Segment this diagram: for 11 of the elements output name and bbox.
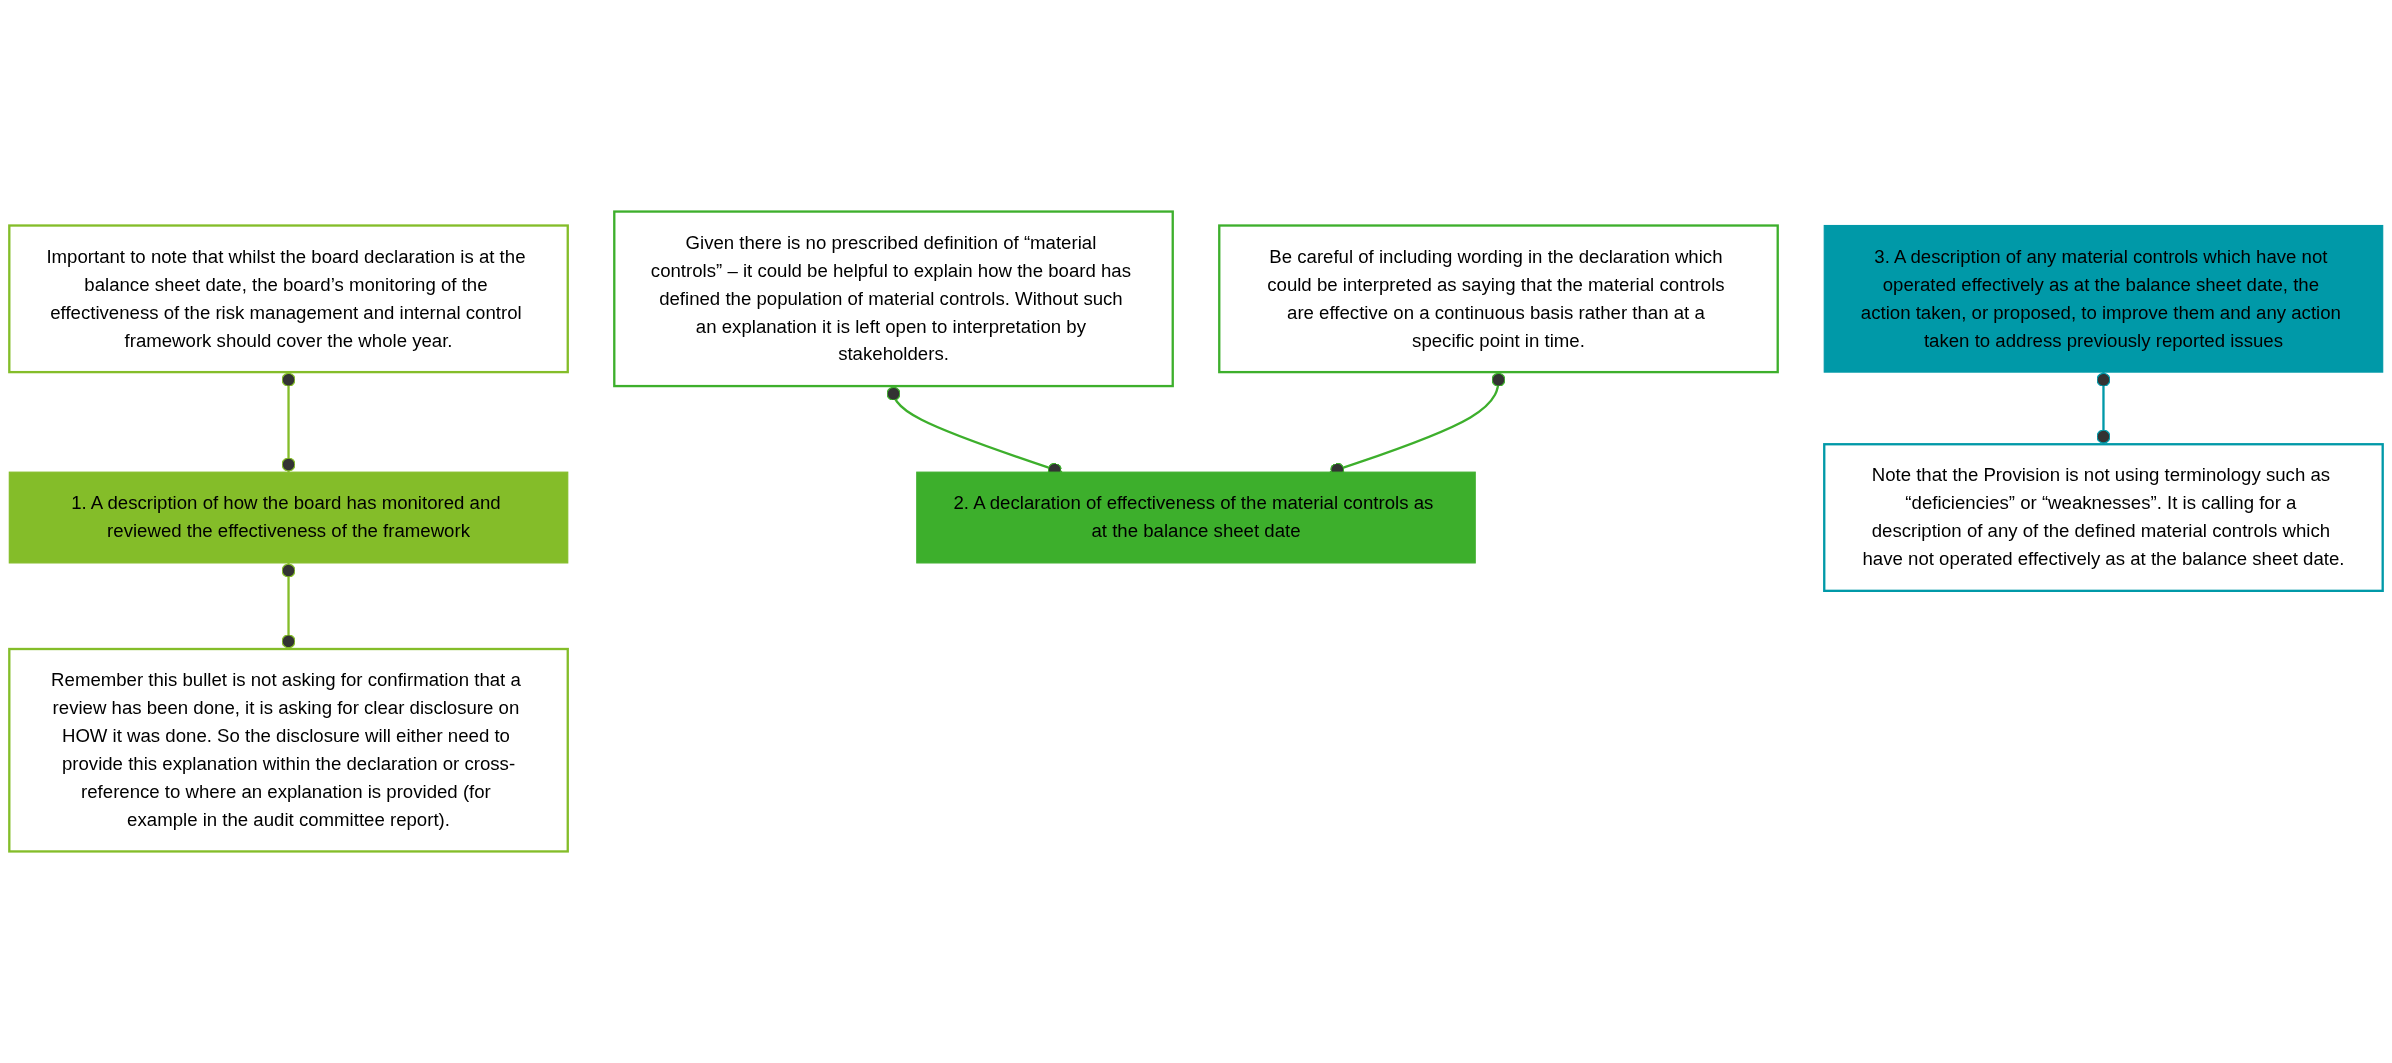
node-box: 3. A description of any material controls which have not operated effectively as at the balance sheet date, the action taken, or proposed, to improve them and any action taken to address previously reported issues	[1823, 224, 2384, 373]
node-box: Be careful of including wording in the declaration which could be interpreted as saying that the material controls are effective on a continuous basis rather than at a specific point in time.	[1218, 224, 1779, 374]
node-box: Remember this bullet is not asking for confirmation that a review has been done, it is asking for clear disclosure on HOW it was done. So the disclosure will either need to provide this explanation within the declaration or cross-reference to where an explanation is provided (for example in the audit committee report).	[8, 647, 569, 853]
connector	[2096, 372, 2111, 445]
node-box: Important to note that whilst the board declaration is at the balance sheet date, the board’s monitoring of the effectiveness of the risk management and internal control framework should cover the whole year.	[8, 224, 569, 374]
node-box: 2. A declaration of effectiveness of the material controls as at the balance sheet date	[916, 471, 1476, 564]
connector	[281, 372, 296, 473]
node-box: 1. A description of how the board has monitored and reviewed the effectiveness of the framework	[8, 471, 569, 564]
node-box: Note that the Provision is not using terminology such as “deficiencies” or “weaknesses”. It is calling for a description of any of the defined material controls which have not operated effectively as at the balance sheet date.	[1823, 443, 2384, 592]
connector	[281, 562, 296, 649]
node-box: Given there is no prescribed definition of “material controls” – it could be helpful to explain how the board has defined the population of material controls. Without such an explanation it is left open to interpretation by stakeholders.	[613, 210, 1174, 388]
